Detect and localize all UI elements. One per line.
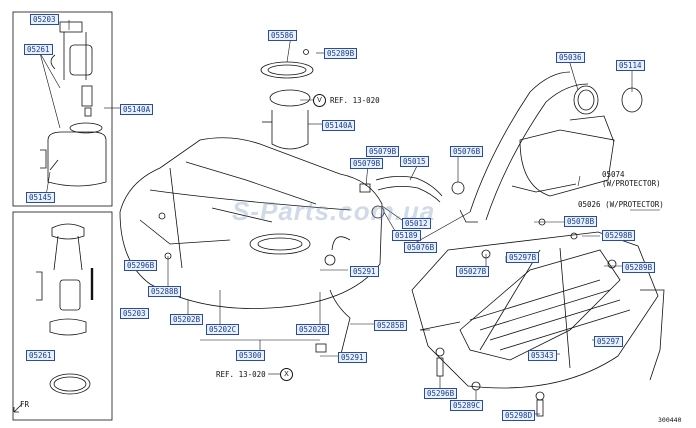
part-label-05202c[interactable]: 05202C bbox=[206, 324, 240, 335]
breather-hose bbox=[315, 249, 491, 359]
part-label-05145[interactable]: 05145 bbox=[26, 192, 55, 203]
protector-note-1: 05074 (W/PROTECTOR) bbox=[602, 170, 661, 188]
part-label-05114[interactable]: 05114 bbox=[616, 60, 645, 71]
fuel-tank bbox=[119, 137, 383, 309]
fuel-pump-assembly-top bbox=[40, 21, 107, 187]
part-label-05288b[interactable]: 05288B bbox=[148, 286, 182, 297]
part-label-05079b-lower[interactable]: 05079B bbox=[350, 158, 384, 169]
fuel-pump-kit-frame-bottom bbox=[12, 211, 113, 421]
part-label-05203-bottom[interactable]: 05203 bbox=[120, 308, 149, 319]
part-label-05076b[interactable]: 05076B bbox=[450, 146, 484, 157]
direction-label: FR bbox=[20, 400, 30, 409]
part-label-05291-bottom[interactable]: 05291 bbox=[338, 352, 367, 363]
part-label-05261-bottom[interactable]: 05261 bbox=[26, 350, 55, 361]
tank-protector bbox=[411, 218, 665, 417]
part-label-05586[interactable]: 05586 bbox=[268, 30, 297, 41]
watermark: S-Parts.com.ua bbox=[232, 196, 436, 226]
part-label-05189[interactable]: 05189 bbox=[392, 230, 421, 241]
part-label-05078b[interactable]: 05078B bbox=[564, 216, 598, 227]
ref-x-marker: X bbox=[280, 368, 293, 381]
part-label-05203[interactable]: 05203 bbox=[30, 14, 59, 25]
part-label-05012[interactable]: 05012 bbox=[402, 218, 431, 229]
part-label-05079b[interactable]: 05079B bbox=[366, 146, 400, 157]
ref-v-text: REF. 13-020 bbox=[330, 96, 380, 105]
fuel-pump-kit-frame-top bbox=[12, 11, 113, 207]
part-label-05140a[interactable]: 05140A bbox=[120, 104, 154, 115]
part-label-05289b-right[interactable]: 05289B bbox=[622, 262, 656, 273]
part-label-05015[interactable]: 05015 bbox=[400, 156, 429, 167]
part-label-05027b[interactable]: 05027B bbox=[456, 266, 490, 277]
part-label-05140a-mid[interactable]: 05140A bbox=[322, 120, 356, 131]
part-label-05036[interactable]: 05036 bbox=[556, 52, 585, 63]
part-label-05296b-bottom[interactable]: 05296B bbox=[424, 388, 458, 399]
part-label-05202b-right[interactable]: 05202B bbox=[296, 324, 330, 335]
part-label-05202b[interactable]: 05202B bbox=[170, 314, 204, 325]
diagram-id: 300440 bbox=[658, 416, 682, 424]
filler-neck bbox=[469, 71, 643, 221]
part-label-05296b[interactable]: 05296B bbox=[124, 260, 158, 271]
part-label-05298d[interactable]: 05298D bbox=[502, 410, 536, 421]
part-label-05261[interactable]: 05261 bbox=[24, 44, 53, 55]
fuel-sender-unit bbox=[260, 33, 314, 150]
fuel-pump-assembly-bottom bbox=[36, 223, 94, 395]
ref-x-text: REF. 13-020 bbox=[216, 370, 266, 379]
part-label-05076b-lower[interactable]: 05076B bbox=[404, 242, 438, 253]
part-label-05300[interactable]: 05300 bbox=[236, 350, 265, 361]
protector-note-2: 05026 (W/PROTECTOR) bbox=[578, 200, 664, 209]
part-label-05291[interactable]: 05291 bbox=[350, 266, 379, 277]
part-label-05289b-top[interactable]: 05289B bbox=[324, 48, 358, 59]
part-label-05343[interactable]: 05343 bbox=[528, 350, 557, 361]
part-label-05297[interactable]: 05297 bbox=[594, 336, 623, 347]
part-label-05298b[interactable]: 05298B bbox=[602, 230, 636, 241]
forward-arrow bbox=[13, 403, 23, 413]
ref-v-marker: V bbox=[313, 94, 326, 107]
part-label-05289c[interactable]: 05289C bbox=[450, 400, 484, 411]
tank-bolt bbox=[158, 212, 166, 220]
part-label-05285b[interactable]: 05285B bbox=[374, 320, 408, 331]
part-label-05297b[interactable]: 05297B bbox=[506, 252, 540, 263]
